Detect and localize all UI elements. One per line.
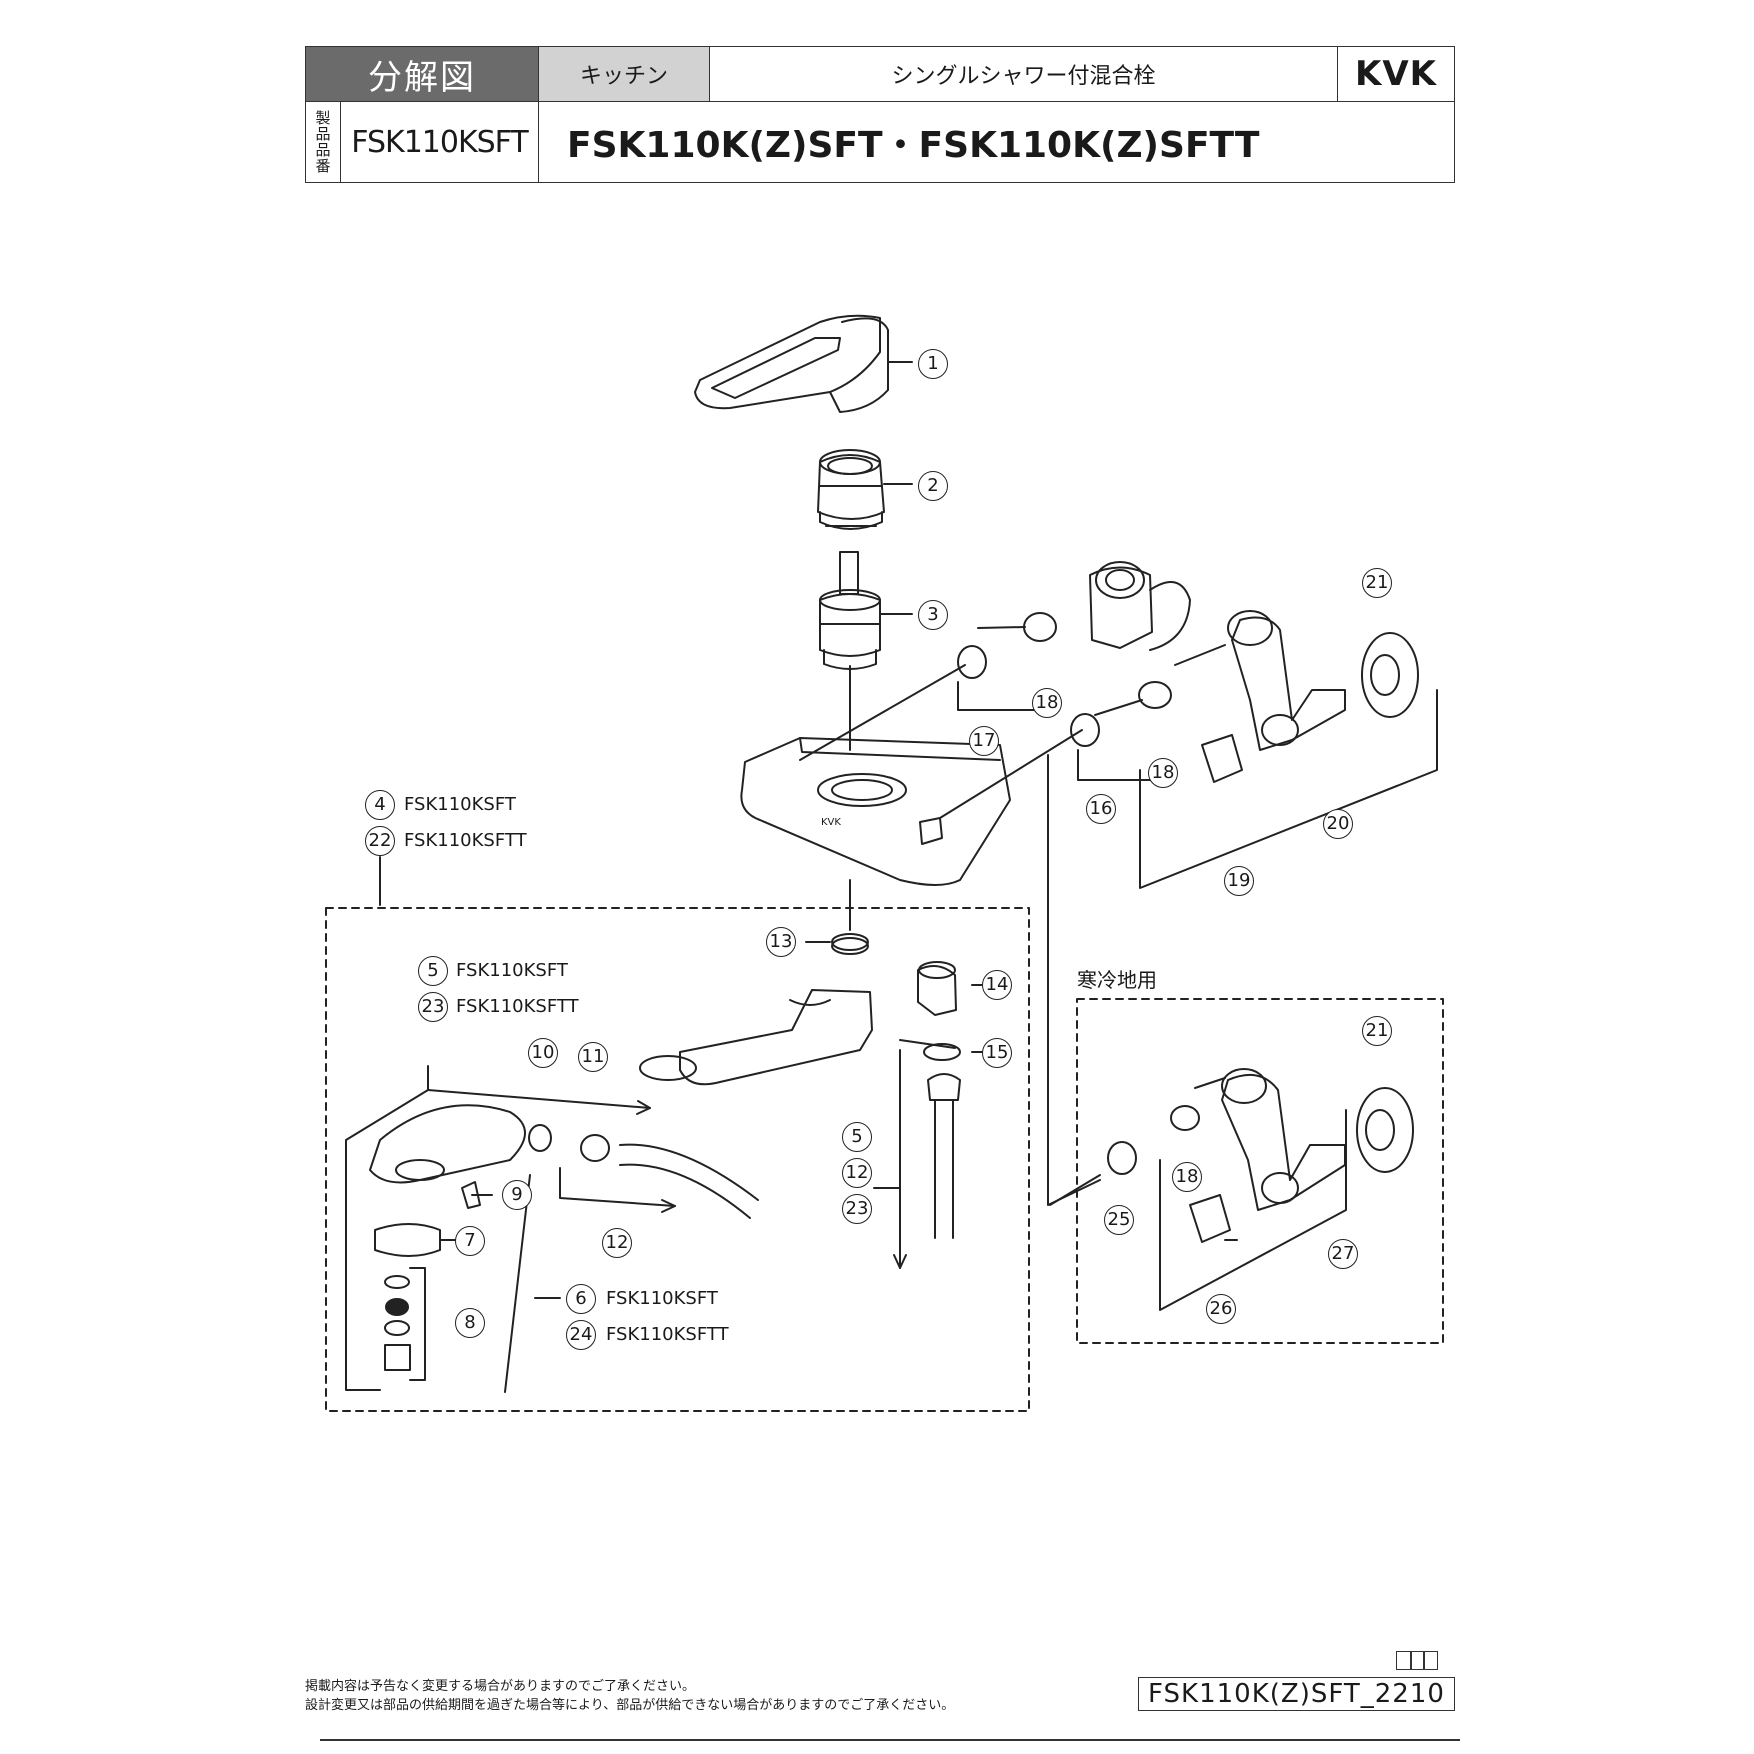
part-adapter-upper (1089, 561, 1191, 651)
callout-21: 21 (1362, 568, 1392, 598)
label-4-variant: FSK110KSFT (404, 794, 516, 815)
page-title: FSK110K(Z)SFT・FSK110K(Z)SFTT (538, 101, 1454, 182)
callout-18-b: 18 (1148, 758, 1178, 788)
product-name: シングルシャワー付混合栓 (709, 47, 1337, 101)
part-cap-nut (817, 449, 885, 530)
brand-logo: KVK (1337, 47, 1454, 101)
part-flange-21b (1356, 1087, 1414, 1173)
callout-27: 27 (1328, 1239, 1358, 1269)
footer-notes: 掲載内容は予告なく変更する場合がありますのでご了承ください。 設計変更又は部品の… (305, 1677, 954, 1715)
callout-20: 20 (1323, 809, 1353, 839)
callout-18-cold: 18 (1172, 1162, 1202, 1192)
callout-5-mid: 5 (842, 1122, 872, 1152)
callout-15: 15 (982, 1038, 1012, 1068)
callout-22: 22 (365, 826, 395, 856)
callout-25: 25 (1104, 1205, 1134, 1235)
label-6-variant: FSK110KSFT (606, 1288, 718, 1309)
callout-21-cold: 21 (1362, 1016, 1392, 1046)
part-main-body (740, 737, 1011, 886)
callout-5-top: 5 (418, 956, 448, 986)
callout-16: 16 (1086, 794, 1116, 824)
bottom-rule (320, 1739, 1460, 1741)
callout-24: 24 (566, 1320, 596, 1350)
callout-8: 8 (455, 1308, 485, 1338)
seihin-label: 製品品番 (306, 101, 340, 182)
callout-2: 2 (918, 471, 948, 501)
callout-6: 6 (566, 1284, 596, 1314)
callout-10: 10 (528, 1038, 558, 1068)
callout-19: 19 (1224, 866, 1254, 896)
part-elbow-14 (917, 965, 957, 1016)
callout-13: 13 (766, 927, 796, 957)
part-nut-7 (374, 1223, 441, 1257)
part-packing-13 (831, 933, 869, 951)
part-hose-vertical (934, 1079, 954, 1239)
footer-note-1: 掲載内容は予告なく変更する場合がありますのでご了承ください。 (305, 1679, 696, 1694)
part-hose-flex (619, 1143, 759, 1219)
label-24-variant: FSK110KSFTT (606, 1324, 729, 1345)
part-adapter-27 (1221, 1068, 1346, 1211)
doc-type-label: 分解図 (306, 47, 538, 101)
callout-14: 14 (982, 970, 1012, 1000)
part-lever-handle (694, 314, 889, 413)
model-code: FSK110KSFT (340, 101, 538, 182)
body-marking: KVK (821, 817, 841, 828)
callout-17: 17 (969, 726, 999, 756)
cold-region-label: 寒冷地用 (1077, 968, 1157, 992)
part-adapter-20 (1227, 610, 1346, 751)
label-22-variant: FSK110KSFTT (404, 830, 527, 851)
callout-7: 7 (455, 1226, 485, 1256)
footer-note-2: 設計変更又は部品の供給期間を過ぎた場合等により、部品が供給できない場合があります… (305, 1698, 955, 1713)
callout-12-left: 12 (602, 1228, 632, 1258)
part-shower-head (369, 1104, 526, 1184)
label-5-variant: FSK110KSFT (456, 960, 568, 981)
callout-3: 3 (918, 600, 948, 630)
part-flange-21 (1361, 632, 1419, 718)
part-oring-15 (923, 1043, 961, 1061)
callout-23-top: 23 (418, 992, 448, 1022)
callout-9: 9 (502, 1180, 532, 1210)
callout-4: 4 (365, 790, 395, 820)
callout-12-mid: 12 (842, 1158, 872, 1188)
callout-23-mid: 23 (842, 1194, 872, 1224)
part-outlet-pipe (679, 989, 873, 1086)
part-cartridge (819, 551, 881, 679)
callout-11: 11 (578, 1042, 608, 1072)
small-box-icon (1396, 1651, 1438, 1670)
callout-26: 26 (1206, 1294, 1236, 1324)
document-number: FSK110K(Z)SFT_2210 (1138, 1677, 1455, 1711)
header-table: 分解図 キッチン シングルシャワー付混合栓 KVK 製品品番 FSK110KSF… (305, 46, 1455, 183)
callout-18-a: 18 (1032, 688, 1062, 718)
category-label: キッチン (538, 47, 709, 101)
callout-1: 1 (918, 349, 948, 379)
label-23-variant: FSK110KSFTT (456, 996, 579, 1017)
